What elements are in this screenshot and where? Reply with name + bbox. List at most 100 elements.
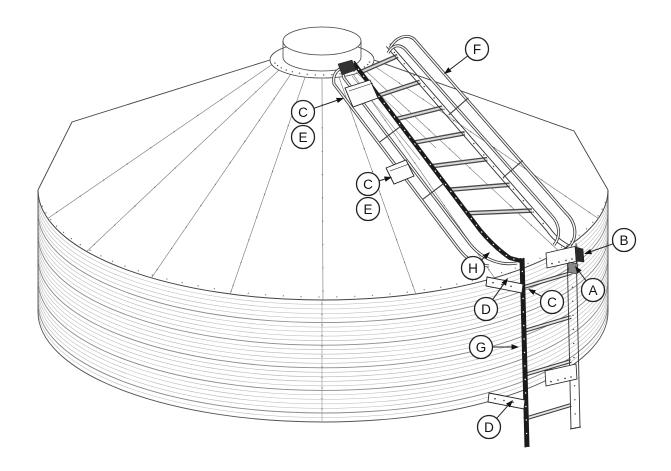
plate-bolt: [564, 377, 566, 380]
roof-bracket-mid: [385, 159, 415, 185]
eave-rivet: [50, 218, 52, 221]
flange-rivet: [367, 63, 369, 66]
roof-seam-rivet: [240, 261, 242, 264]
eave-rivet: [56, 225, 58, 227]
roof-seam-rivet: [322, 243, 324, 246]
wall-seam-rivet: [321, 408, 323, 410]
roof-ladder-left-rail-hatch: [352, 61, 522, 262]
roof-seam: [321, 77, 324, 301]
cap-bottom: [282, 56, 362, 72]
roof-seam-rivet: [134, 205, 136, 207]
roof-seam-rivet: [396, 239, 398, 241]
leader-arrowhead: [575, 266, 582, 274]
bracket-bolt: [512, 401, 514, 404]
splice-plate: [544, 363, 578, 387]
eave-rivet: [124, 265, 126, 267]
wall-ladder-rung-face: [523, 316, 572, 332]
eave-rivet: [423, 289, 425, 291]
flange-rivet: [291, 71, 294, 73]
leader-arrowhead: [506, 400, 513, 408]
rail-bolt: [523, 324, 525, 327]
eave-rivet: [100, 255, 102, 257]
rail-bolt: [521, 257, 523, 259]
corrugation-line: [37, 262, 609, 373]
leader-line: [492, 283, 505, 300]
eave-clamp-part: [574, 246, 585, 263]
roof-seam-rivet: [194, 148, 196, 150]
eave-rivet: [70, 238, 72, 240]
callout-letter: C: [547, 295, 557, 310]
leader-line: [579, 271, 587, 282]
eave-rivet: [166, 278, 168, 280]
roof-seam-rivet: [321, 127, 323, 129]
rail-bolt: [522, 311, 525, 313]
roof-seam-rivet: [273, 98, 275, 100]
rail-bolt: [523, 351, 526, 354]
callout-circle: [355, 196, 381, 222]
rail-bolt: [524, 392, 527, 394]
callout-c-3: C: [355, 171, 392, 197]
leader-line: [378, 178, 385, 182]
eave-rivet: [151, 274, 153, 276]
callout-d-11: D: [476, 400, 513, 440]
wall-ladder-rung-face: [523, 272, 572, 288]
callout-circle: [290, 99, 316, 125]
flange-rivet: [306, 73, 308, 76]
eave-rivet: [45, 212, 47, 214]
eave-rivet: [601, 208, 603, 210]
plate-bolt: [551, 262, 553, 265]
roof-seam-rivet: [214, 183, 217, 185]
callout-letter: A: [588, 283, 597, 298]
eave-rivet: [247, 292, 249, 294]
corrugation-line: [37, 280, 609, 391]
leader-arrowhead: [336, 97, 344, 103]
wall-seam-rivet: [321, 303, 323, 305]
leader-arrowhead: [528, 289, 536, 295]
rail-bolt: [413, 74, 415, 76]
roof-seam-rivet: [258, 119, 260, 121]
eave-rivet: [181, 282, 183, 284]
eave-rivet: [300, 296, 302, 298]
roof-seam-rivet: [232, 284, 234, 286]
corrugation-line: [37, 271, 609, 382]
eave-rivet: [354, 295, 356, 297]
rail-bolt: [525, 405, 527, 408]
callout-c-8: C: [528, 289, 565, 315]
rail-bolt: [522, 297, 524, 300]
roof-seam-rivet: [220, 98, 222, 100]
roof-bracket-upper: [344, 79, 379, 108]
corrugation-line: [37, 248, 609, 359]
rail-bolt: [572, 300, 574, 302]
rail-bolt: [522, 200, 525, 202]
roof-ladder-rung-face: [378, 80, 421, 97]
bracket-bolt: [501, 283, 503, 286]
roof-seam-rivet: [488, 269, 490, 271]
rail-bolt: [483, 154, 485, 156]
roof-seam-rivet: [428, 129, 430, 131]
roof-seam-rivet: [279, 148, 281, 150]
cap-top: [282, 26, 362, 56]
roof-ladder-rung-face: [413, 132, 465, 144]
rail-bolt: [473, 142, 475, 145]
rail-bolt: [433, 97, 435, 99]
eave-rivet: [604, 201, 606, 203]
leader-arrowhead: [384, 176, 392, 182]
corrugation-line: [37, 226, 609, 337]
rail-bolt: [532, 211, 534, 213]
corrugation-line: [37, 307, 609, 418]
callout-f-0: F: [444, 36, 490, 74]
roof-seam: [86, 69, 280, 252]
callout-circle: [473, 296, 499, 322]
callout-letter: D: [481, 302, 491, 317]
roof-seam-rivet: [404, 261, 406, 264]
roof-seam-rivet: [387, 216, 390, 218]
callout-h-7: H: [460, 252, 490, 281]
eave-rivet: [137, 270, 139, 272]
leader-arrowhead: [444, 67, 452, 74]
rail-bolt: [573, 385, 576, 387]
eave-rivet: [213, 288, 215, 290]
callout-letter: B: [619, 233, 628, 248]
rail-bolt: [512, 188, 515, 190]
